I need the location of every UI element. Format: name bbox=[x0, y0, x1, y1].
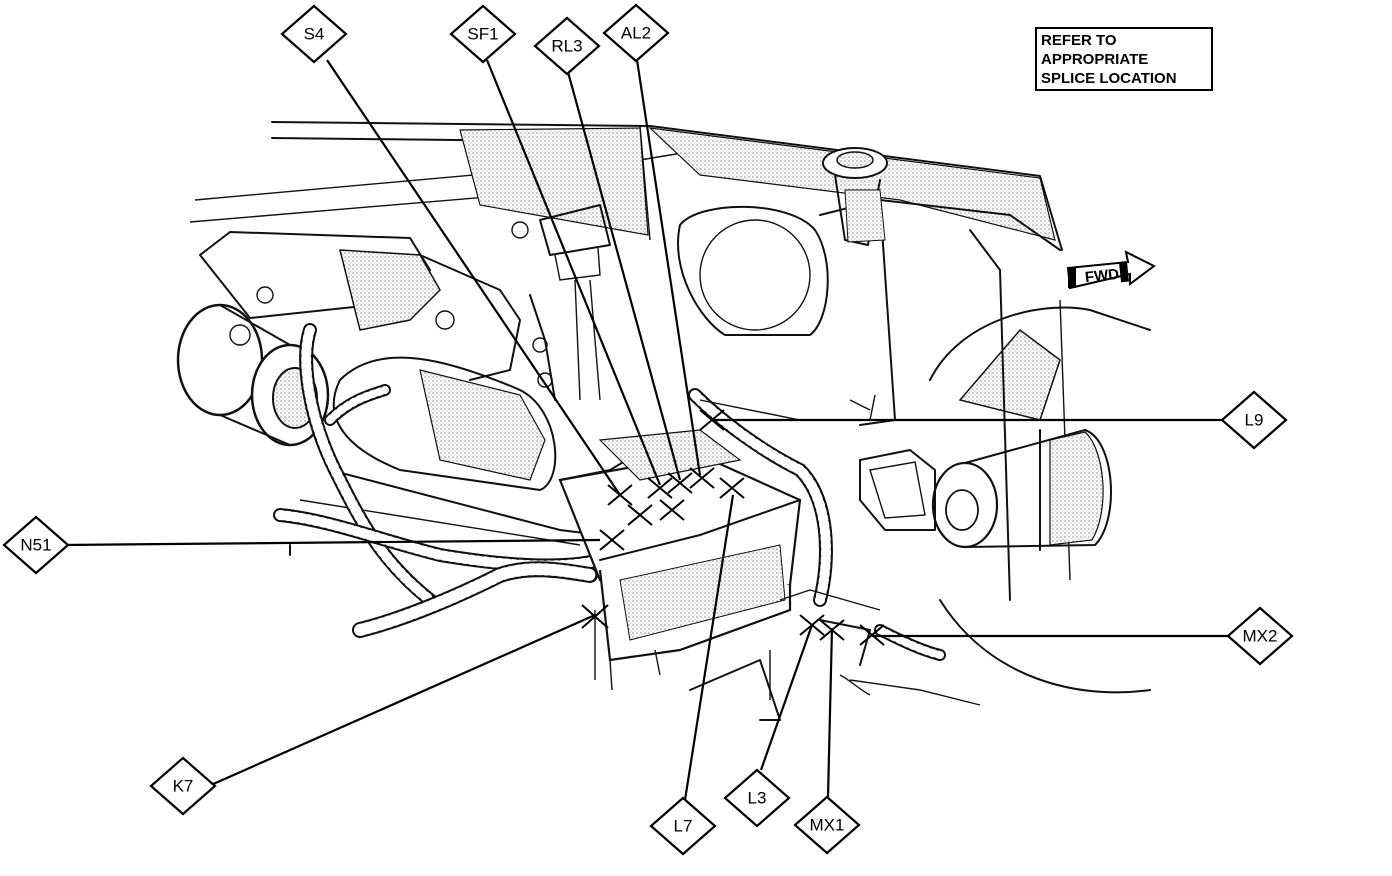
callout-l9: L9 bbox=[1220, 390, 1288, 450]
callout-label-s4: S4 bbox=[304, 25, 325, 44]
leader-mx1 bbox=[826, 627, 834, 798]
callout-k7: K7 bbox=[149, 756, 217, 816]
callout-leader-lines bbox=[63, 59, 1232, 801]
callout-label-l9: L9 bbox=[1245, 411, 1264, 430]
splice-reference-note: REFER TO APPROPRIATE SPLICE LOCATION bbox=[1035, 27, 1213, 91]
callout-mx2: MX2 bbox=[1226, 606, 1294, 666]
leader-l3 bbox=[759, 624, 814, 771]
callout-label-l3: L3 bbox=[748, 789, 767, 808]
engine-artwork bbox=[176, 121, 1151, 721]
leader-rl3 bbox=[566, 71, 682, 481]
callout-mx1: MX1 bbox=[793, 795, 861, 855]
callout-rl3: RL3 bbox=[533, 16, 601, 76]
callout-label-mx1: MX1 bbox=[810, 816, 845, 835]
leader-sf1 bbox=[485, 59, 662, 486]
callout-label-n51: N51 bbox=[20, 536, 51, 555]
callout-label-mx2: MX2 bbox=[1243, 627, 1278, 646]
leader-l7 bbox=[683, 494, 735, 801]
leader-s4 bbox=[326, 59, 621, 496]
callout-al2: AL2 bbox=[602, 3, 670, 63]
callout-label-al2: AL2 bbox=[621, 24, 651, 43]
callout-label-l7: L7 bbox=[674, 817, 693, 836]
note-line-1: REFER TO bbox=[1041, 32, 1117, 49]
callout-label-rl3: RL3 bbox=[551, 37, 582, 56]
forward-arrow-icon: FWD bbox=[1066, 250, 1156, 290]
callout-sf1: SF1 bbox=[449, 4, 517, 64]
callout-l3: L3 bbox=[723, 768, 791, 828]
callout-n51: N51 bbox=[2, 515, 70, 575]
forward-arrow-label: FWD bbox=[1084, 266, 1120, 286]
note-line-3: SPLICE LOCATION bbox=[1041, 70, 1177, 87]
callout-label-k7: K7 bbox=[173, 777, 194, 796]
splice-markers bbox=[581, 409, 885, 646]
callout-s4: S4 bbox=[280, 4, 348, 64]
leader-al2 bbox=[635, 59, 702, 476]
note-line-2: APPROPRIATE bbox=[1041, 51, 1149, 68]
leader-k7 bbox=[210, 613, 596, 787]
callout-label-sf1: SF1 bbox=[467, 25, 498, 44]
leader-n51 bbox=[63, 538, 601, 547]
callout-l7: L7 bbox=[649, 796, 717, 856]
